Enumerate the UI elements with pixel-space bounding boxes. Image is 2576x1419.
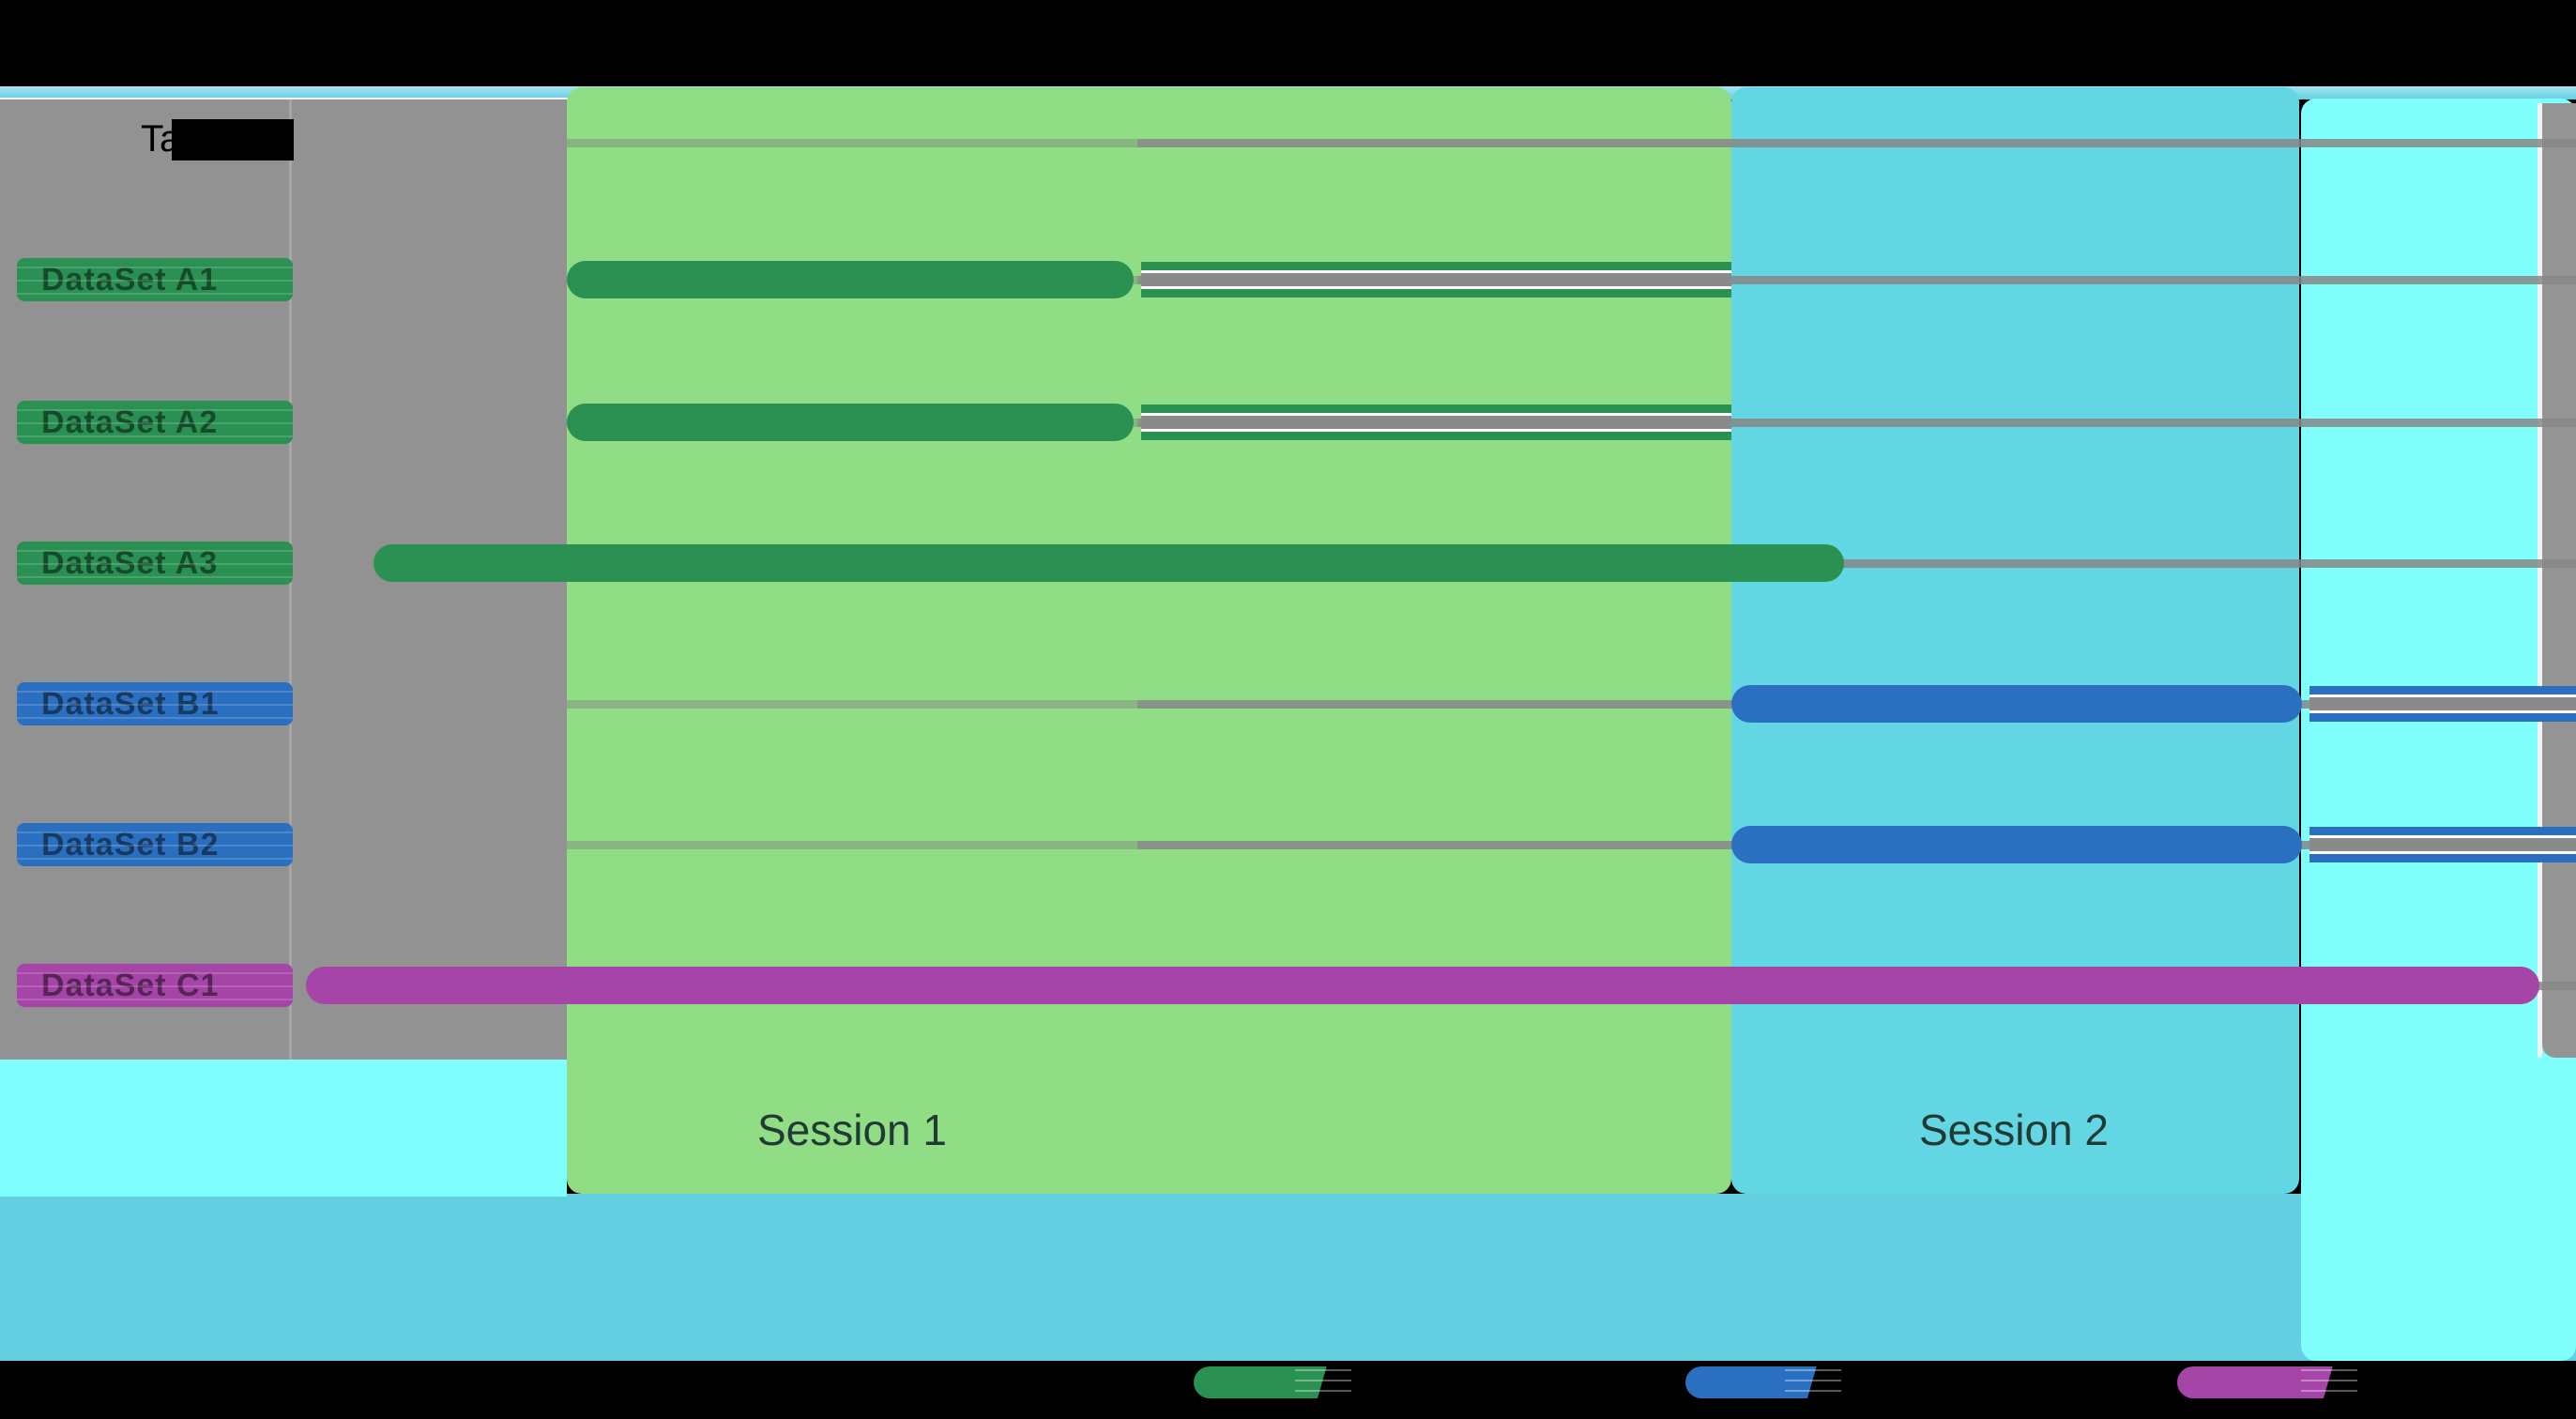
row-label-text: DataSet A2: [41, 404, 219, 440]
row-label-text: DataSet C1: [41, 967, 220, 1003]
task-bar-extension-dataset-a1: [1141, 262, 1731, 298]
session-band-1: [567, 87, 1731, 1194]
right-light-cyan-band: [2301, 99, 2576, 1361]
legend-redaction-box-green: [1314, 1361, 1639, 1410]
session-label-2: Session 2: [1918, 1106, 2110, 1154]
right-white-line: [2538, 103, 2542, 1058]
task-bar-dataset-a1[interactable]: [567, 261, 1134, 298]
legend-swatch-glitch-green: [1295, 1368, 1351, 1396]
row-gridline-3-solid-segment: [1137, 559, 2576, 568]
legend-swatch-glitch-blue: [1785, 1368, 1841, 1396]
header-gridline-solid-segment: [1137, 139, 2576, 147]
row-gridline-1-solid-segment: [1137, 276, 2576, 284]
task-bar-dataset-c1[interactable]: [306, 967, 2539, 1004]
right-gray-column: [2542, 103, 2576, 1058]
footer-cyan-band: [0, 1194, 2576, 1361]
left-bright-cyan-area: [0, 1060, 567, 1197]
session-label-1: Session 1: [756, 1106, 948, 1154]
task-bar-extension-dataset-b2: [2309, 827, 2576, 862]
row-label-chip-dataset-c1[interactable]: DataSet C1: [17, 964, 293, 1007]
row-label-chip-dataset-b2[interactable]: DataSet B2: [17, 823, 293, 866]
legend-redaction-box-purple: [2320, 1361, 2576, 1410]
row-gridline-4-light-segment: [567, 700, 1137, 709]
session-band-2: [1731, 87, 2299, 1194]
row-label-chip-dataset-a1[interactable]: DataSet A1: [17, 258, 293, 301]
header-redaction-box: [172, 119, 294, 160]
row-label-text: DataSet A1: [41, 261, 219, 298]
row-gridline-5-light-segment: [567, 841, 1137, 849]
legend-redaction-box-blue: [1804, 1361, 2128, 1410]
header-gridline-light-segment: [567, 139, 1137, 147]
row-label-chip-dataset-a2[interactable]: DataSet A2: [17, 401, 293, 444]
row-label-text: DataSet B1: [41, 685, 220, 722]
row-gridline-2-solid-segment: [1137, 419, 2576, 427]
row-label-chip-dataset-a3[interactable]: DataSet A3: [17, 542, 293, 585]
row-label-chip-dataset-b1[interactable]: DataSet B1: [17, 682, 293, 725]
task-bar-dataset-a3[interactable]: [373, 544, 1844, 582]
row-label-text: DataSet A3: [41, 544, 219, 581]
task-bar-extension-dataset-a2: [1141, 404, 1731, 440]
task-bar-dataset-a2[interactable]: [567, 404, 1134, 441]
task-bar-dataset-b1[interactable]: [1731, 685, 2302, 723]
legend-swatch-glitch-purple: [2301, 1368, 2357, 1396]
task-bar-extension-dataset-b1: [2309, 686, 2576, 722]
row-label-text: DataSet B2: [41, 826, 220, 862]
task-bar-dataset-b2[interactable]: [1731, 826, 2302, 863]
